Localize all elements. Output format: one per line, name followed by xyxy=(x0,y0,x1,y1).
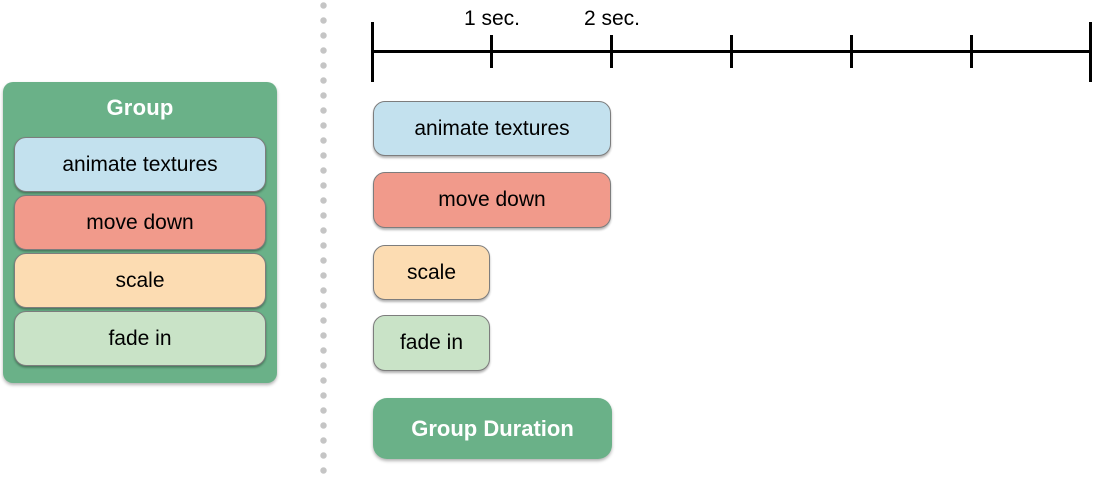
timeline-tick-2sec xyxy=(610,35,613,68)
duration-bar-scale: scale xyxy=(373,245,490,300)
group-item-fade-in: fade in xyxy=(14,311,266,366)
timeline-tick-4sec xyxy=(850,35,853,68)
group-panel: Group animate textures move down scale f… xyxy=(3,82,277,383)
timeline-tick-6sec xyxy=(1089,22,1092,82)
group-item-animate-textures: animate textures xyxy=(14,137,266,192)
group-panel-title: Group xyxy=(106,95,174,120)
timeline-tick-5sec xyxy=(970,35,973,68)
duration-bar-move-down: move down xyxy=(373,172,611,228)
group-item-move-down: move down xyxy=(14,195,266,250)
duration-bar-group-duration: Group Duration xyxy=(373,398,612,459)
duration-bar-fade-in: fade in xyxy=(373,315,490,371)
timeline-label-2sec: 2 sec. xyxy=(583,7,641,30)
group-item-scale: scale xyxy=(14,253,266,308)
dotted-divider xyxy=(320,2,327,482)
group-panel-items: animate textures move down scale fade in xyxy=(14,137,266,369)
timeline-tick-1sec xyxy=(490,35,493,68)
duration-bar-animate-textures: animate textures xyxy=(373,101,611,156)
timeline-label-1sec: 1 sec. xyxy=(463,7,521,30)
timeline-tick-3sec xyxy=(730,35,733,68)
timeline-tick-0sec xyxy=(371,22,374,82)
